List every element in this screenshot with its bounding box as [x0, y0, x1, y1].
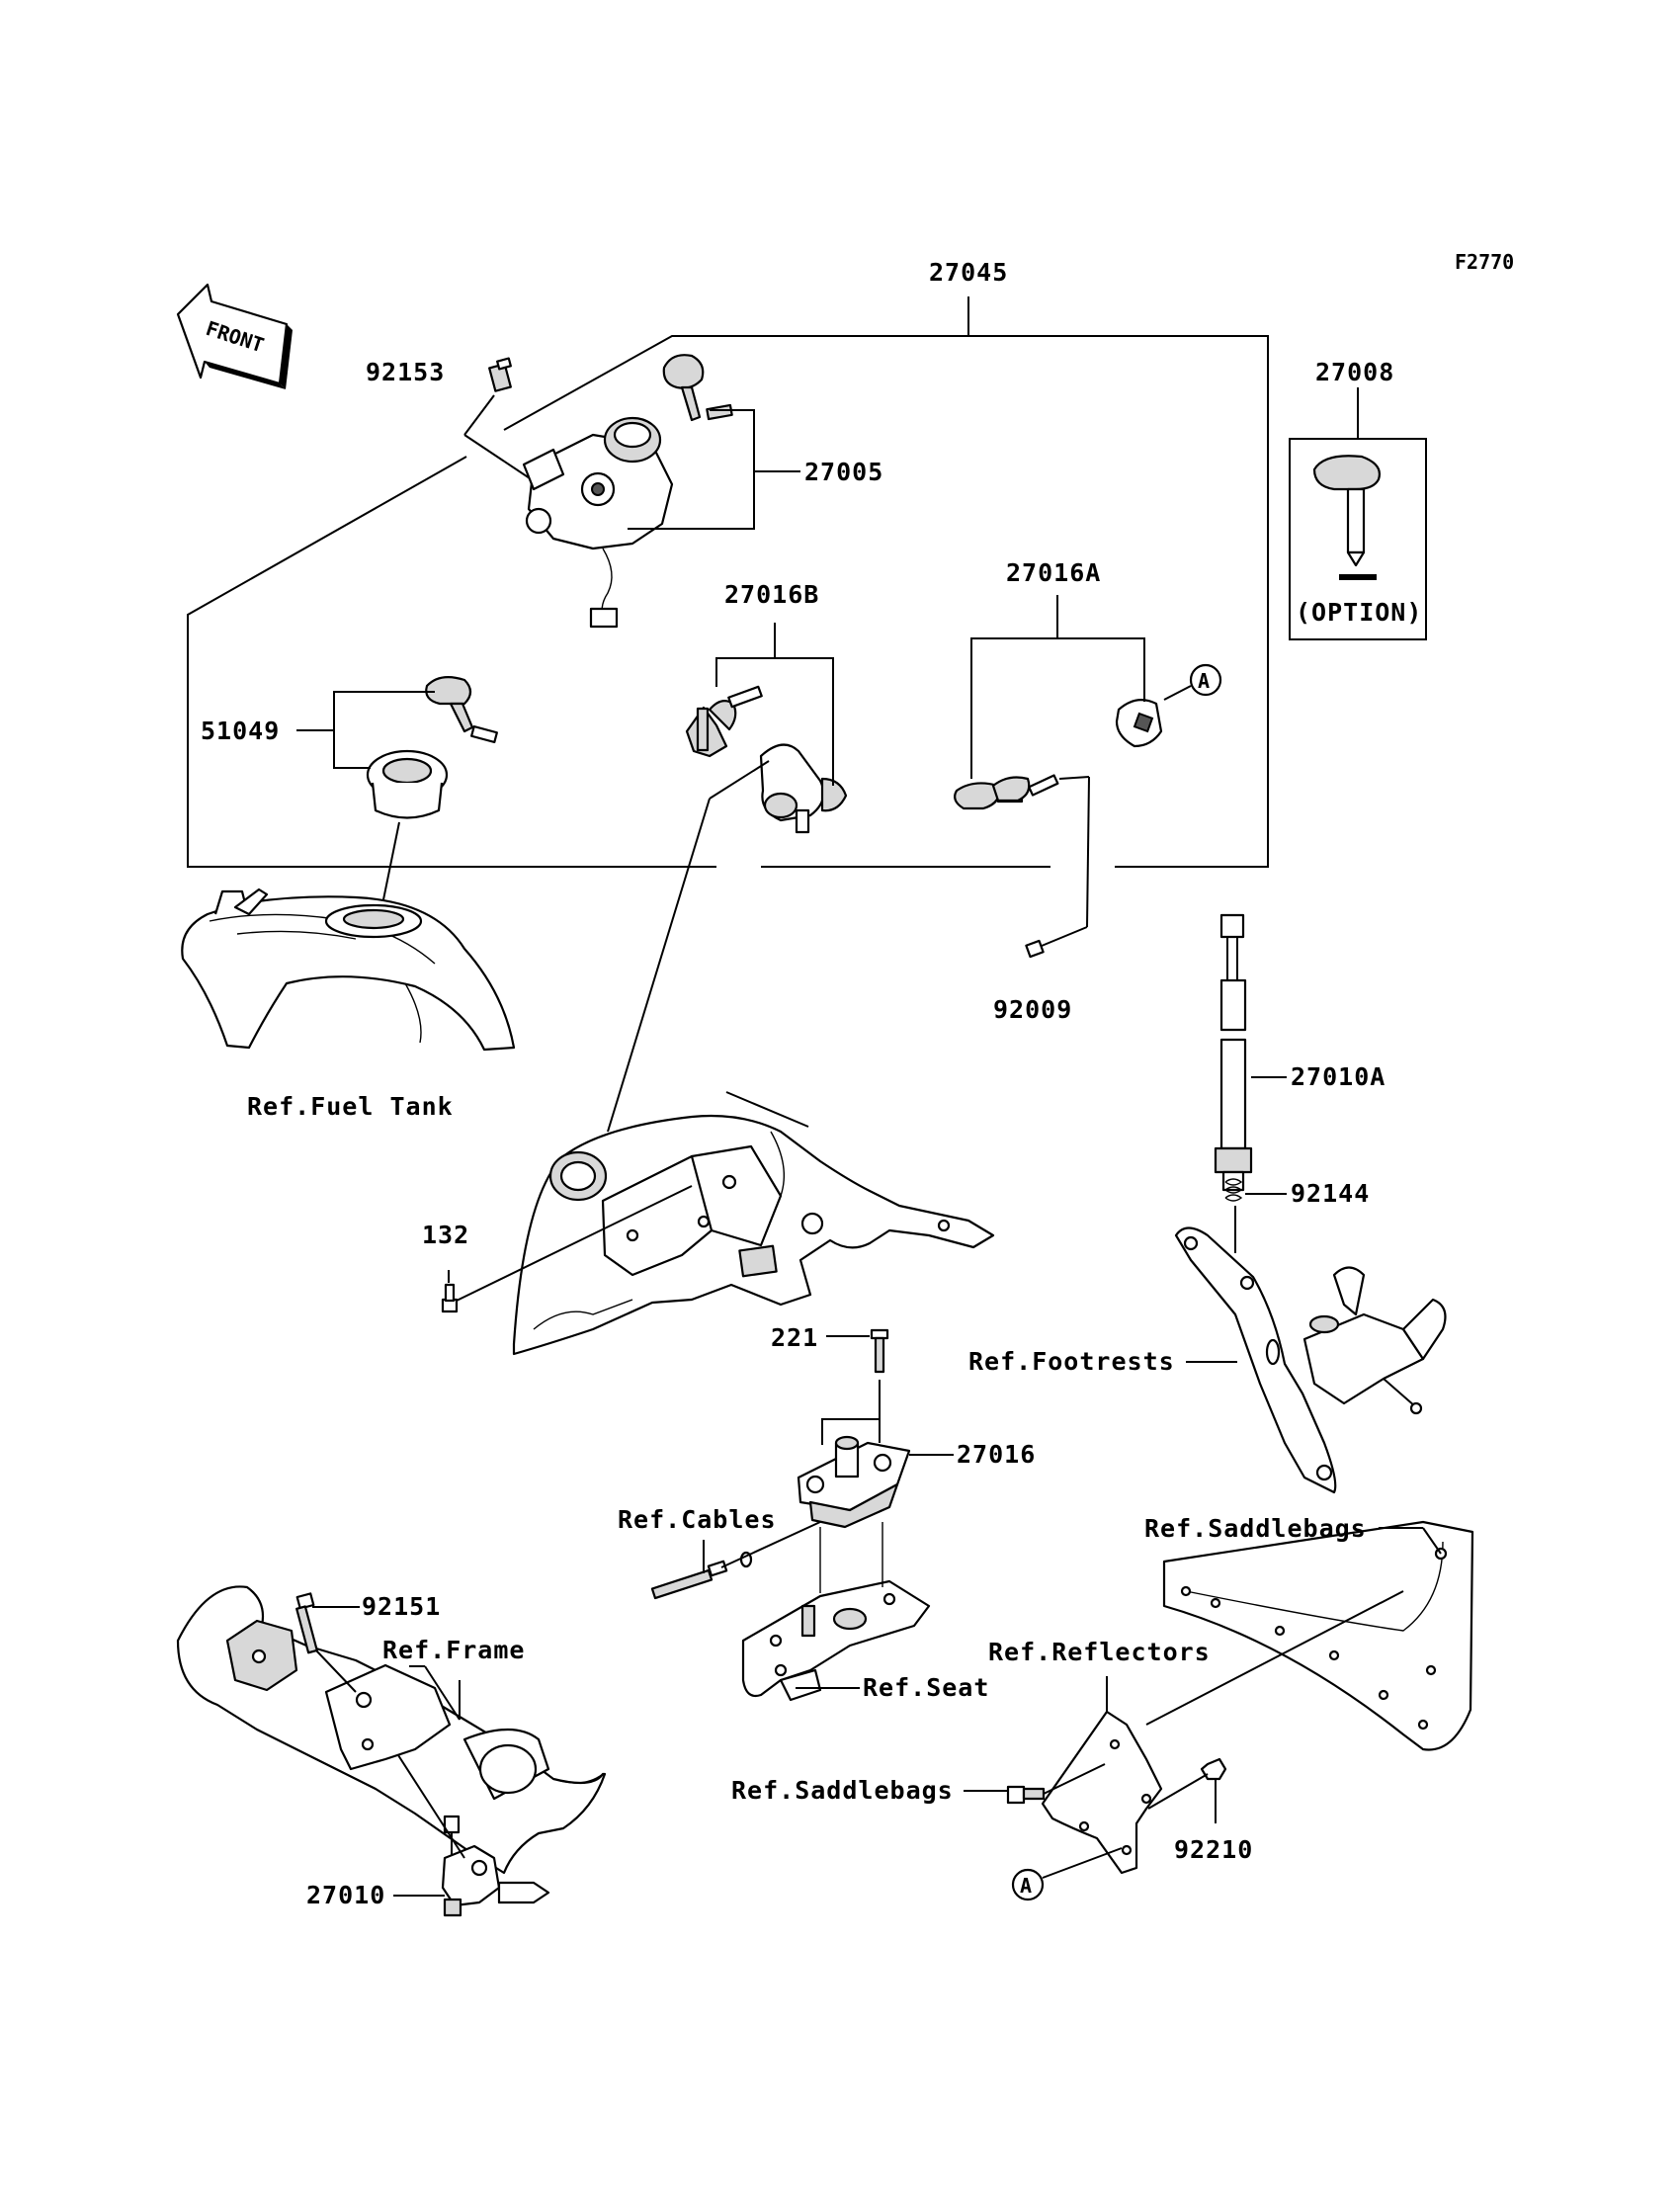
cable-end — [650, 1521, 821, 1600]
ref-reflectors: Ref.Reflectors — [988, 1638, 1211, 1666]
label-51049: 51049 — [201, 717, 280, 745]
label-92153: 92153 — [366, 358, 445, 386]
callout-a-bottom: A — [1011, 1847, 1123, 1901]
seat-lock-27016 — [797, 1380, 954, 1529]
front-arrow-icon: FRONT — [176, 283, 293, 389]
ref-cables: Ref.Cables — [618, 1505, 777, 1534]
label-27045: 27045 — [929, 258, 1008, 287]
label-27008: 27008 — [1315, 358, 1394, 386]
fuel-cap-51049 — [296, 675, 498, 915]
reflector-plate — [1041, 1590, 1404, 1875]
label-27005: 27005 — [804, 458, 883, 486]
spring-92144 — [1224, 1178, 1287, 1253]
screw-221 — [826, 1328, 889, 1374]
keyset-27016B — [685, 623, 848, 834]
label-27010: 27010 — [306, 1881, 385, 1909]
nut-92210 — [1147, 1757, 1227, 1823]
ref-seat: Ref.Seat — [863, 1673, 989, 1702]
label-92009: 92009 — [993, 995, 1072, 1024]
fuel-tank — [181, 887, 516, 1052]
kit-27045-outline — [187, 296, 1269, 868]
label-option: (OPTION) — [1296, 598, 1422, 627]
ref-fuel-tank: Ref.Fuel Tank — [247, 1092, 454, 1121]
svg-text:A: A — [1198, 669, 1210, 693]
callout-a-top: A — [1163, 663, 1222, 701]
ref-frame: Ref.Frame — [382, 1636, 525, 1664]
keyset-27016A — [954, 595, 1163, 810]
frame-center — [512, 1114, 995, 1356]
footrest-bracket — [1174, 1226, 1447, 1494]
label-221: 221 — [771, 1323, 818, 1352]
seat-bracket — [741, 1522, 931, 1702]
ref-saddlebags-top: Ref.Saddlebags — [1144, 1514, 1367, 1543]
leader-27016B-frame — [607, 798, 711, 1133]
label-27016A: 27016A — [1006, 558, 1101, 587]
leader-27016B-frame-2 — [725, 1091, 809, 1128]
label-27010A: 27010A — [1291, 1062, 1386, 1091]
label-27016: 27016 — [957, 1440, 1036, 1469]
figure-code: F2770 — [1455, 250, 1514, 274]
frame-rear — [176, 1585, 607, 1875]
svg-text:A: A — [1020, 1874, 1032, 1898]
label-92144: 92144 — [1291, 1179, 1370, 1208]
switch-27010 — [393, 1754, 550, 1917]
label-132: 132 — [422, 1221, 469, 1249]
ref-footrests: Ref.Footrests — [968, 1347, 1175, 1376]
ignition-switch-27005 — [522, 354, 800, 629]
screw-92009 — [1025, 776, 1090, 959]
screw-132 — [441, 1185, 693, 1313]
ref-saddlebags-bottom: Ref.Saddlebags — [731, 1776, 954, 1805]
switch-27010A — [1214, 913, 1287, 1192]
screw-92153 — [463, 357, 540, 485]
bolt-92151 — [295, 1592, 360, 1693]
label-92151: 92151 — [362, 1592, 441, 1621]
label-92210: 92210 — [1174, 1835, 1253, 1864]
saddlebag-bolt — [964, 1763, 1106, 1805]
option-key-27008: (OPTION) — [1289, 387, 1427, 640]
label-27016B: 27016B — [724, 580, 819, 609]
